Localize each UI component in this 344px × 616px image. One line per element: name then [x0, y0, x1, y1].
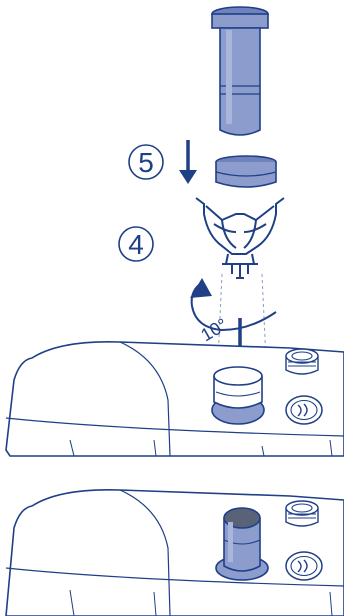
rotation-angle-label: 10° [197, 314, 231, 345]
step-4-marker: 4 [119, 227, 153, 261]
step-5-marker: 5 [129, 145, 163, 179]
step-4-label: 4 [128, 229, 144, 260]
ring-part [216, 156, 276, 187]
device-socket [212, 367, 264, 424]
assembled-tube [216, 508, 268, 580]
step-5-label: 5 [138, 147, 154, 178]
tube-part [212, 7, 268, 135]
threaded-cap [286, 501, 318, 526]
threaded-cap [286, 349, 318, 374]
air-outlet-icon [286, 396, 322, 424]
air-outlet-icon [286, 552, 322, 580]
baffle-part [196, 198, 284, 278]
arrow-down-icon [179, 140, 197, 184]
